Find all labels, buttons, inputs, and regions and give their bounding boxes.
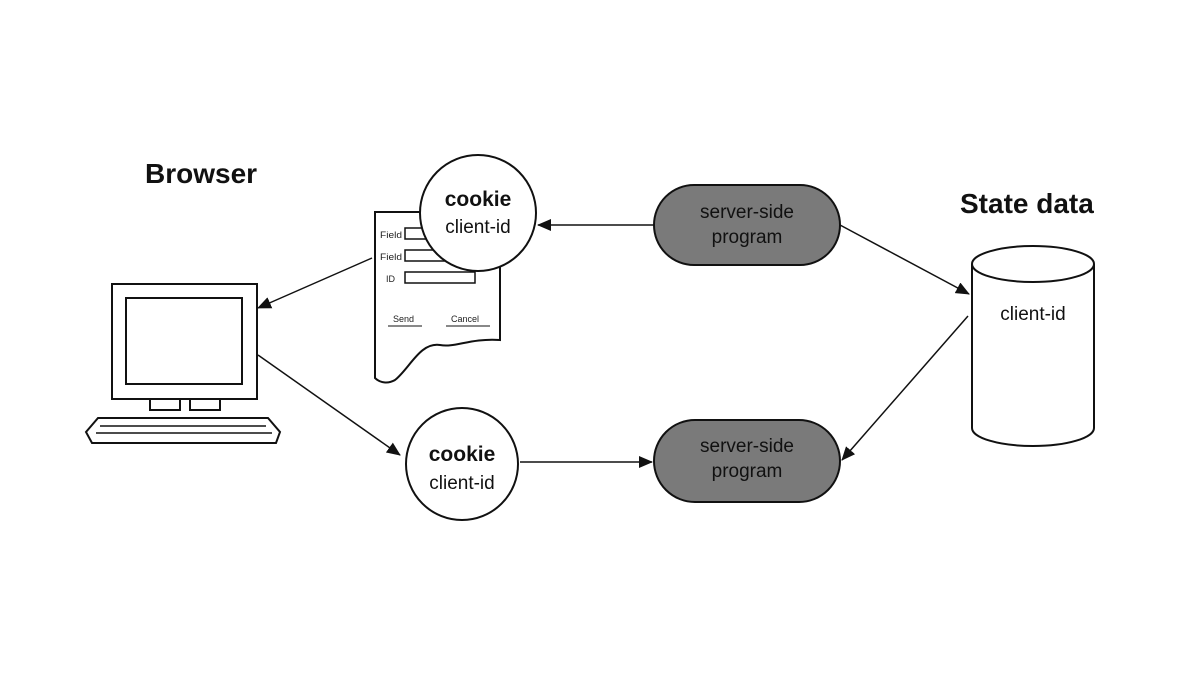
form-send-button: Send <box>393 314 414 324</box>
server-top-line2: program <box>712 227 783 248</box>
form-field3-label: ID <box>386 274 396 284</box>
computer-monitor-icon <box>111 283 258 411</box>
form-field3-input <box>404 271 476 284</box>
form-field2-label: Field <box>380 252 402 262</box>
server-bottom-line2: program <box>712 461 783 482</box>
arrow-computer-to-cookie <box>257 354 401 456</box>
server-bottom-line1: server-side <box>700 436 794 457</box>
form-field1-label: Field <box>380 230 402 240</box>
cookie-bottom: cookie client-id <box>405 407 519 521</box>
database-value: client-id <box>1000 304 1065 325</box>
arrow-form-to-computer <box>257 257 373 309</box>
cookie-top: cookie client-id <box>419 154 537 272</box>
arrow-database-to-server <box>841 315 969 461</box>
arrow-server-to-database <box>839 224 970 295</box>
cookie-top-value: client-id <box>445 217 510 238</box>
server-program-bottom: server-side program <box>653 419 841 503</box>
server-top-line1: server-side <box>700 202 794 223</box>
server-program-top: server-side program <box>653 184 841 266</box>
cookie-top-title: cookie <box>445 188 512 211</box>
keyboard-icon <box>84 417 282 444</box>
browser-label: Browser <box>145 158 257 189</box>
form-cancel-button: Cancel <box>451 314 479 324</box>
database-cylinder-icon: client-id <box>971 245 1095 447</box>
cookie-bottom-title: cookie <box>429 443 496 466</box>
state-data-label: State data <box>960 188 1094 219</box>
cookie-bottom-value: client-id <box>429 473 494 494</box>
